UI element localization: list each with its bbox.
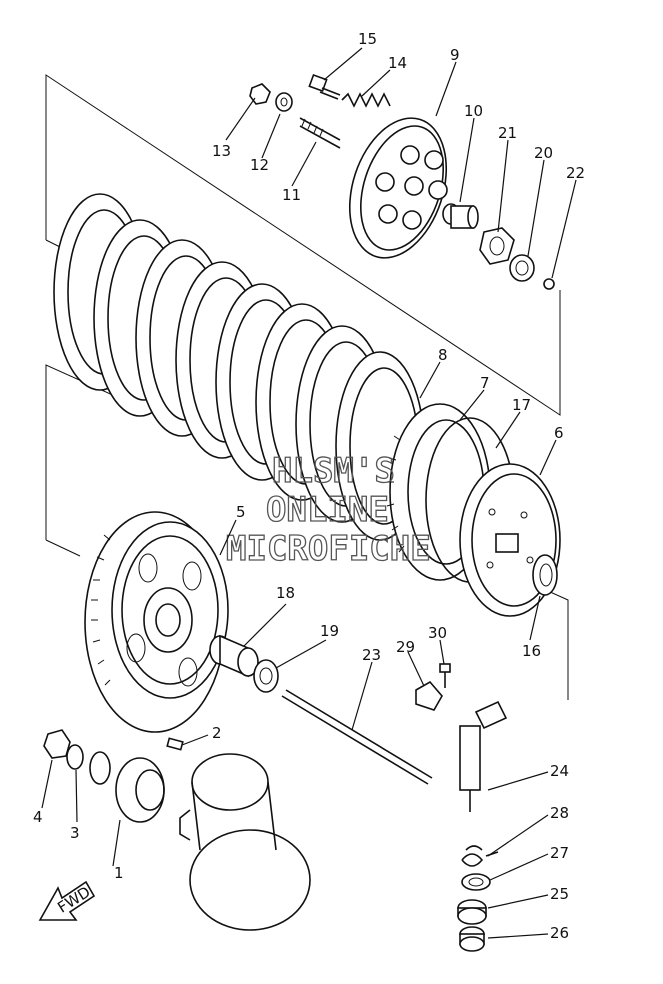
primary-drive-gear: [115, 757, 165, 823]
callout-13: 13: [212, 142, 231, 160]
spring-bolt: [308, 73, 341, 100]
bracket-screw: [439, 663, 451, 688]
callout-14: 14: [388, 54, 407, 72]
callout-3: 3: [70, 824, 80, 842]
callout-27: 27: [550, 844, 569, 862]
drive-gear-washer: [66, 744, 84, 770]
callout-25: 25: [550, 885, 569, 903]
callout-2: 2: [212, 724, 222, 742]
callout-18: 18: [276, 584, 295, 602]
svg-text:MICROFICHE: MICROFICHE: [226, 529, 431, 569]
return-spring: [461, 845, 499, 867]
callout-10: 10: [464, 102, 483, 120]
crankshaft: [179, 753, 311, 931]
callout-24: 24: [550, 762, 569, 780]
callout-6: 6: [554, 424, 564, 442]
drive-gear-nut: [43, 729, 71, 759]
housing-washer: [253, 659, 279, 693]
callout-12: 12: [250, 156, 269, 174]
bushing: [459, 926, 485, 952]
callout-9: 9: [450, 46, 460, 64]
callout-15: 15: [358, 30, 377, 48]
spacer-bushing: [209, 634, 259, 678]
svg-text:HLSM'S: HLSM'S: [272, 451, 395, 491]
friction-plate-stack: [53, 193, 425, 541]
adjuster-stud: [299, 117, 341, 149]
callout-17: 17: [512, 396, 531, 414]
callout-4: 4: [33, 808, 43, 826]
clutch-spring: [341, 92, 391, 108]
callout-30: 30: [428, 624, 447, 642]
steel-ball: [543, 278, 555, 290]
svg-text:ONLINE: ONLINE: [266, 490, 389, 530]
callout-23: 23: [362, 646, 381, 664]
callout-11: 11: [282, 186, 301, 204]
callout-5: 5: [236, 503, 246, 521]
callout-20: 20: [534, 144, 553, 162]
clutch-housing: [84, 511, 229, 733]
callout-29: 29: [396, 638, 415, 656]
callout-28: 28: [550, 804, 569, 822]
callout-26: 26: [550, 924, 569, 942]
thrust-washer-boss: [532, 554, 558, 596]
fwd-arrow-icon: FWD: [38, 880, 96, 921]
callouts: 1 2 3 4 5 6 7 8 9 10 11 12 13 14 15 16 1: [33, 30, 585, 942]
callout-7: 7: [480, 374, 490, 392]
push-lever-bracket: [415, 680, 443, 711]
watermark: HLSM'S ONLINE MICROFICHE: [225, 450, 431, 569]
flat-washer: [275, 92, 293, 112]
bearing: [457, 899, 487, 925]
callout-22: 22: [566, 164, 585, 182]
push-plug: [442, 203, 479, 229]
callout-16: 16: [522, 642, 541, 660]
clutch-nut-hole: [489, 236, 505, 256]
woodruff-key: [166, 737, 184, 751]
callout-1: 1: [114, 864, 124, 882]
pressure-plate: [348, 117, 448, 259]
callout-19: 19: [320, 622, 339, 640]
callout-8: 8: [438, 346, 448, 364]
lock-washer: [509, 254, 535, 282]
push-rod: [281, 689, 433, 785]
oil-seal: [461, 873, 491, 891]
callout-21: 21: [498, 124, 517, 142]
drive-gear-washer-b: [89, 751, 111, 785]
push-lever-shaft: [459, 700, 508, 812]
clutch-nut: [479, 227, 515, 265]
